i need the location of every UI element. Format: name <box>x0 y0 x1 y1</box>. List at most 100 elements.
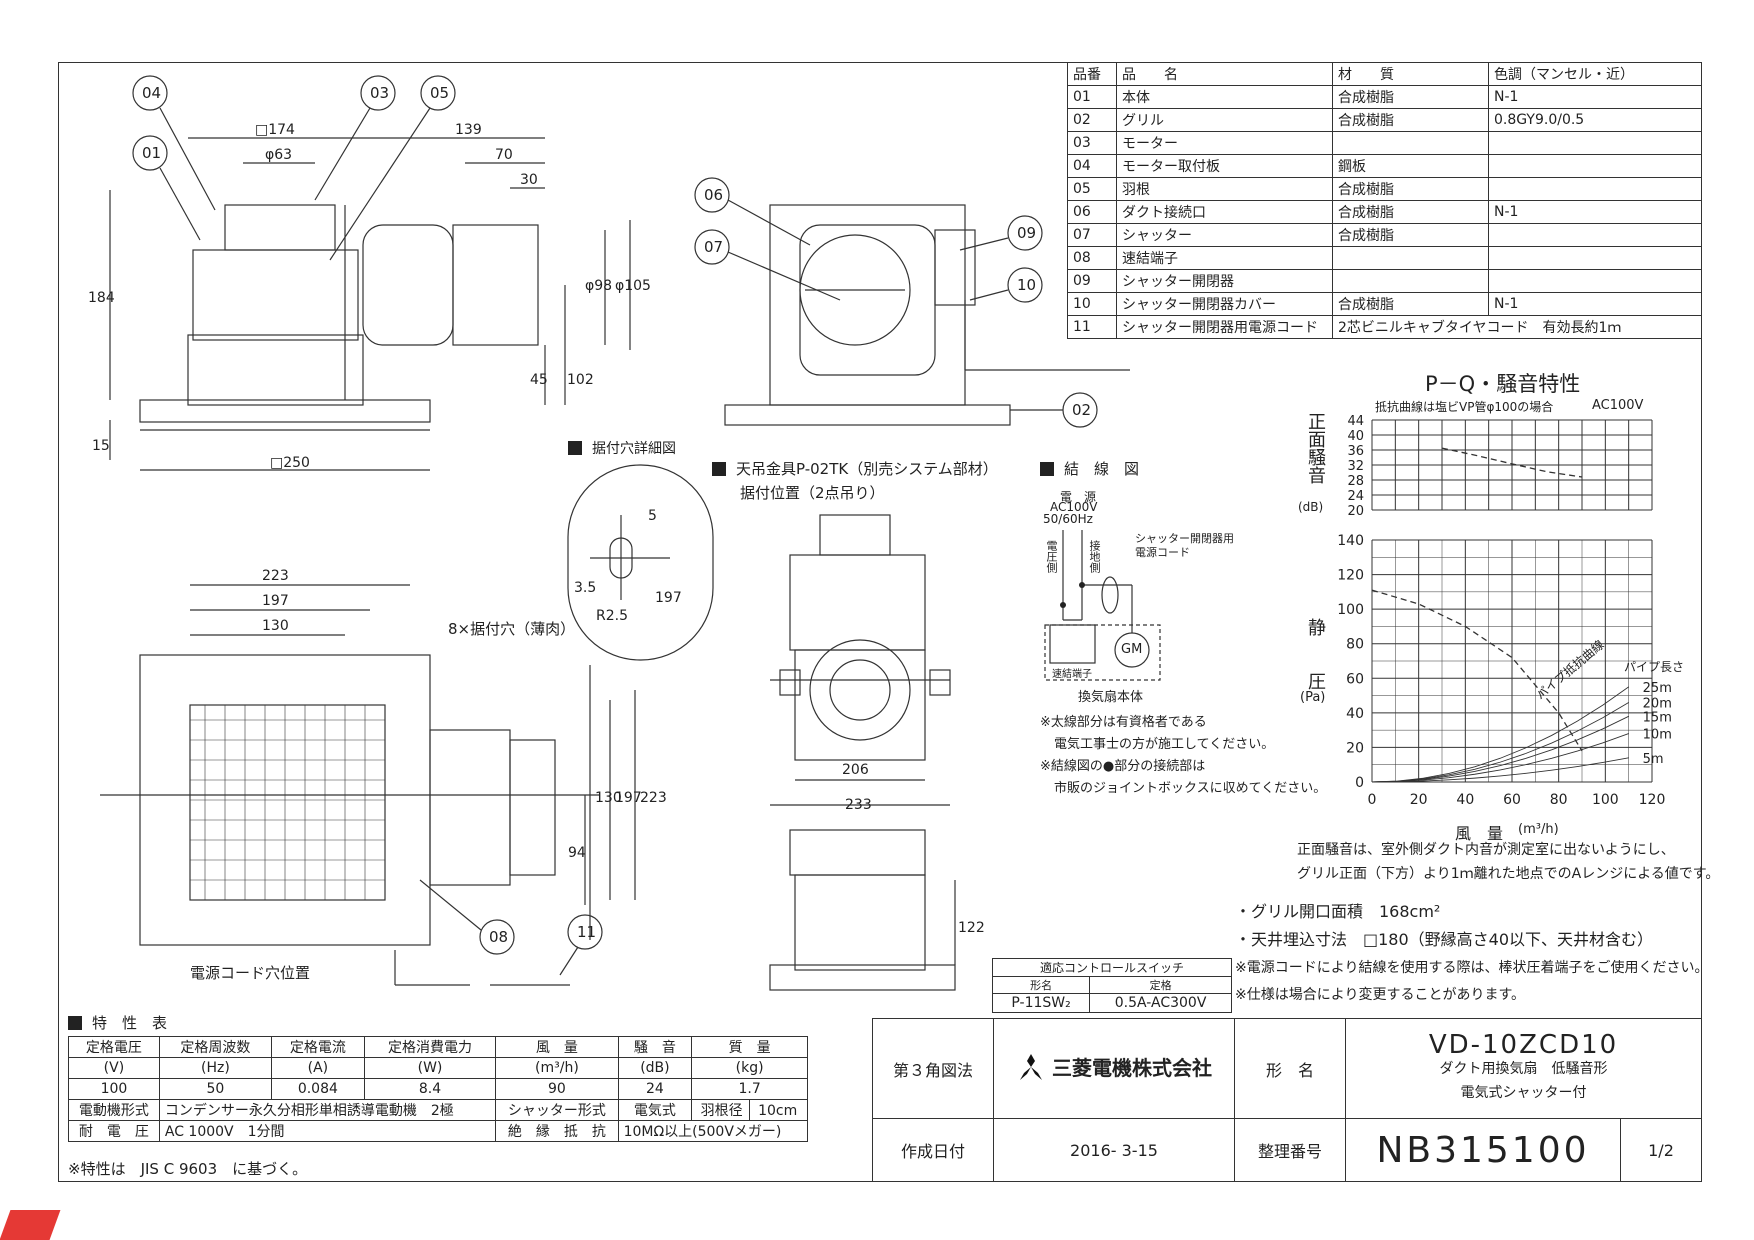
chart-note-1: 正面騒音は、室外側ダクト内音が測定室に出ないようにし、 <box>1297 842 1675 858</box>
spec-value: 100 <box>68 1078 160 1100</box>
control-switch-model: P-11SW₂ <box>991 993 1091 1013</box>
hole-detail-outline <box>567 464 714 661</box>
part-color <box>1488 177 1702 201</box>
front-view-body <box>192 249 359 341</box>
pressure-tick-label: 40 <box>1346 706 1364 722</box>
part-number: 01 <box>1067 85 1117 109</box>
pipe-curve <box>1371 757 1629 783</box>
wiring-voltage: AC100V <box>1050 500 1098 514</box>
chart-notes: 正面騒音は、室外側ダクト内音が測定室に出ないようにし、 グリル正面（下方）より1… <box>1297 838 1719 886</box>
part-name: 速結端子 <box>1116 246 1333 270</box>
x-tick-label: 60 <box>1503 792 1521 808</box>
dim-130-top: 130 <box>262 618 289 634</box>
spec-header: 質 量 <box>691 1036 808 1058</box>
noise-tick-label: 28 <box>1347 474 1364 489</box>
pressure-tick-label: 20 <box>1346 740 1364 756</box>
wiring-freq: 50/60Hz <box>1043 512 1093 526</box>
callout-09: 09 <box>1017 224 1037 242</box>
pipe-curve-label: 5m <box>1643 752 1664 767</box>
callout-04: 04 <box>142 84 162 102</box>
number-label: 整理番号 <box>1234 1118 1346 1182</box>
part-material <box>1332 131 1489 155</box>
parts-header-row: 品番 品 名 材 質 色調（マンセル・近） <box>1067 62 1702 86</box>
hanger-side-view <box>789 829 926 876</box>
dim-phi98: φ98 <box>585 278 613 294</box>
part-color: N-1 <box>1488 85 1702 109</box>
mitsubishi-logo-icon <box>1016 1054 1046 1085</box>
spec-header: 騒 音 <box>617 1036 693 1058</box>
spec-value: 0.084 <box>271 1078 365 1100</box>
withstand-voltage-value: AC 1000V 1分間 <box>158 1120 497 1142</box>
wiring-title: 結 線 図 <box>1040 458 1139 479</box>
part-material: 2芯ビニルキャブタイヤコード 有効長約1ｍ <box>1332 315 1702 339</box>
hole-dim-r2-5: R2.5 <box>596 608 628 624</box>
part-material: 合成樹脂 <box>1332 85 1489 109</box>
pipe-curve <box>1371 715 1629 783</box>
spec-bullet-4: ※仕様は場合により変更することがあります。 <box>1235 987 1526 1003</box>
spec-bullet-3: ※電源コードにより結線を使用する際は、棒状圧着端子をご使用ください。 <box>1235 960 1709 976</box>
chart-subtitle: 抵抗曲線は塩ビVP管φ100の場合 <box>1375 400 1554 414</box>
part-number: 11 <box>1067 315 1117 339</box>
parts-header-name: 品 名 <box>1116 62 1333 86</box>
model-desc-1: ダクト用換気扇 低騒音形 <box>1439 1060 1608 1077</box>
wiring-terminal: 速結端子 <box>1052 669 1092 680</box>
wiring-power: 電 源 <box>1060 490 1097 504</box>
part-color: 0.8GY9.0/0.5 <box>1488 108 1702 132</box>
part-material: 合成樹脂 <box>1332 200 1489 224</box>
dim-94: 94 <box>568 845 586 861</box>
dim-223-top: 223 <box>262 568 289 584</box>
part-number: 10 <box>1067 292 1117 316</box>
part-color: N-1 <box>1488 200 1702 224</box>
part-name: 本体 <box>1116 85 1333 109</box>
x-axis-label: 風 量 <box>1455 824 1504 843</box>
shutter-value: 電気式 <box>617 1099 693 1121</box>
noise-axis-unit: (dB) <box>1298 500 1324 514</box>
characteristics-footnote: ※特性は JIS C 9603 に基づく。 <box>68 1160 308 1178</box>
dim-70: 70 <box>495 147 513 163</box>
spec-bullet-1: ・グリル開口面積 168cm² <box>1235 902 1441 921</box>
part-material <box>1332 246 1489 270</box>
dim-phi105: φ105 <box>615 278 651 294</box>
dim-184: 184 <box>88 290 115 306</box>
part-color <box>1488 154 1702 178</box>
characteristics-header-row: 定格電圧定格周波数定格電流定格消費電力風 量騒 音質 量 <box>68 1036 808 1058</box>
part-number: 07 <box>1067 223 1117 247</box>
control-switch-title: 適応コントロールスイッチ <box>992 958 1232 977</box>
noise-curve <box>1441 447 1583 478</box>
part-name: ダクト接続口 <box>1116 200 1333 224</box>
spec-header: 定格電流 <box>271 1036 365 1058</box>
document-number: NB315100 <box>1345 1118 1621 1182</box>
wiring-ground: 接地側 <box>1088 540 1101 573</box>
part-color <box>1488 269 1702 293</box>
wiring-live: 電圧側 <box>1045 540 1058 573</box>
wiring-note-4: 市販のジョイントボックスに収めてください。 <box>1054 781 1327 796</box>
spec-unit: (W) <box>363 1057 497 1079</box>
x-tick-label: 100 <box>1592 792 1619 808</box>
part-number: 06 <box>1067 200 1117 224</box>
hanger-title: 天吊金具P-02TK（別売システム部材） <box>712 458 998 479</box>
part-material: 合成樹脂 <box>1332 108 1489 132</box>
part-name: グリル <box>1116 108 1333 132</box>
model-number: VD-10ZCD10 <box>1428 1029 1619 1060</box>
wiring-note-3: ※結線図の●部分の接続部は <box>1040 759 1206 774</box>
hanger-dim-122: 122 <box>958 920 985 936</box>
part-color <box>1488 246 1702 270</box>
dim-197-top: 197 <box>262 593 289 609</box>
spec-unit: (Hz) <box>158 1057 273 1079</box>
parts-header-no: 品番 <box>1067 62 1117 86</box>
part-name: モーター取付板 <box>1116 154 1333 178</box>
callout-11: 11 <box>577 923 597 941</box>
noise-tick-label: 40 <box>1347 429 1364 444</box>
characteristics-title: 特 性 表 <box>68 1012 167 1033</box>
projection-method: 第３角図法 <box>872 1018 994 1119</box>
dim-15: 15 <box>92 438 110 454</box>
part-number: 08 <box>1067 246 1117 270</box>
